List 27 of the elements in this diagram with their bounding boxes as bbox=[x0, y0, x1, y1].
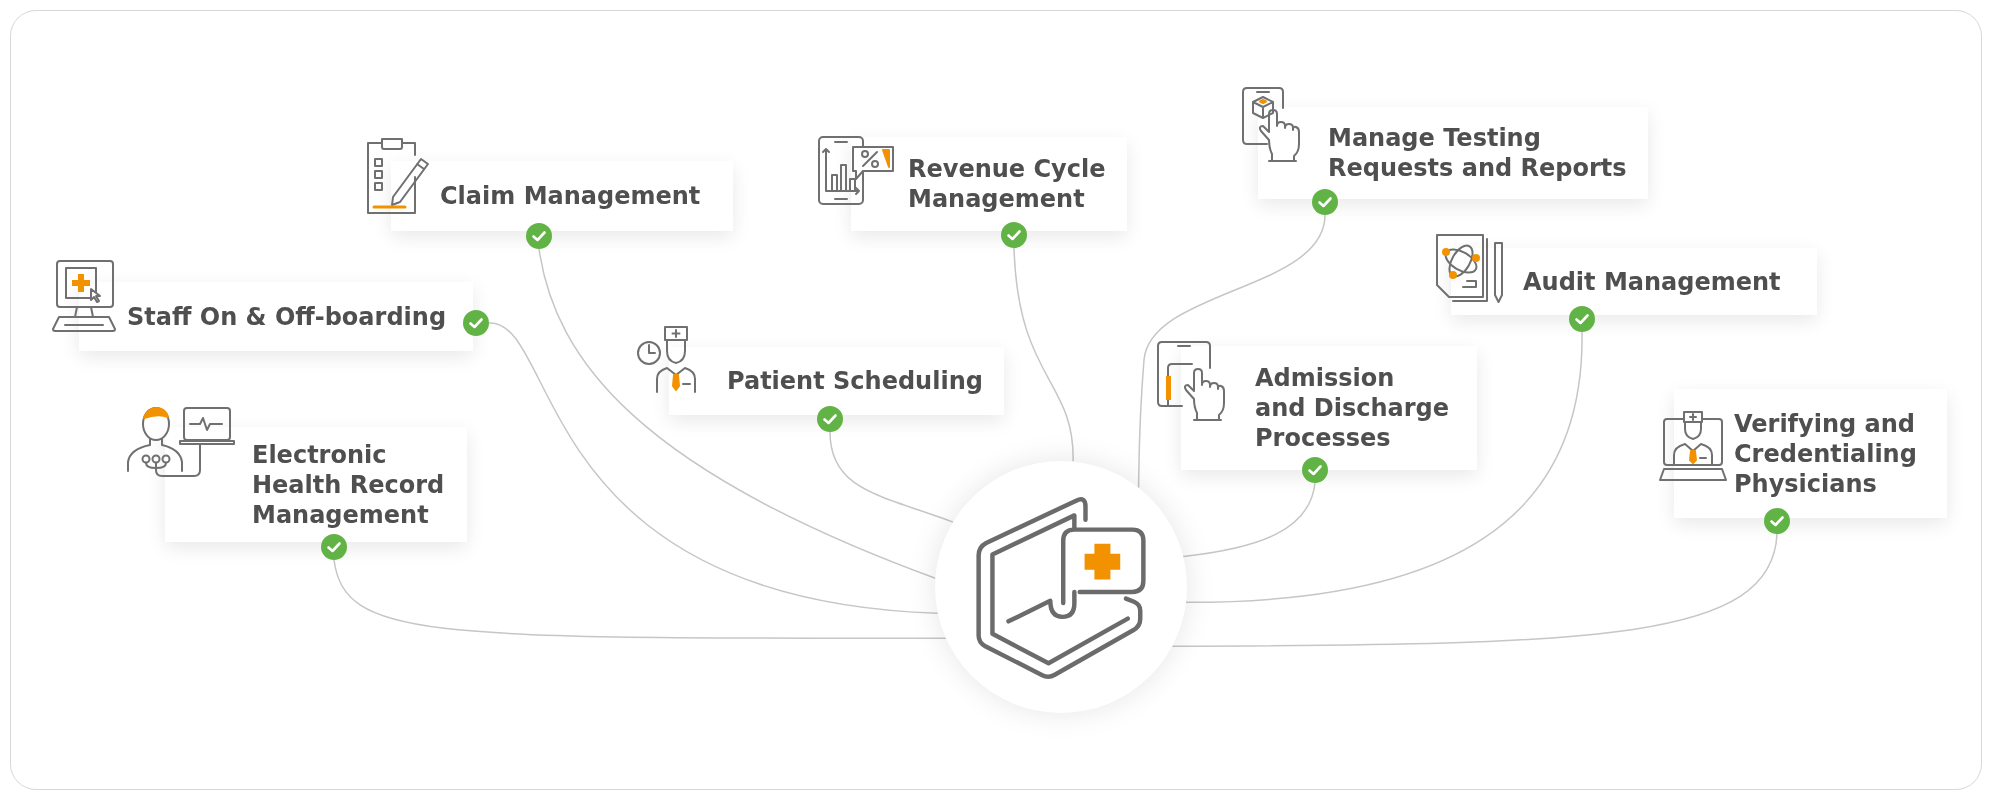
service-card bbox=[1674, 389, 1947, 518]
service-card bbox=[391, 161, 733, 231]
service-card bbox=[1451, 248, 1817, 315]
service-title: Revenue Cycle Management bbox=[908, 154, 1107, 214]
service-title: Staff On & Off-boarding bbox=[127, 301, 448, 332]
connector-line bbox=[1171, 533, 1778, 647]
connector-line bbox=[1137, 214, 1326, 489]
connector-line bbox=[1182, 482, 1316, 558]
service-card bbox=[851, 137, 1127, 231]
service-title: Electronic Health Record Management bbox=[252, 439, 446, 530]
service-title: Patient Scheduling bbox=[727, 366, 984, 396]
connector-line bbox=[1185, 331, 1583, 604]
connector-line bbox=[538, 248, 937, 579]
connector-line bbox=[333, 559, 947, 639]
service-title: Manage Testing Requests and Reports bbox=[1328, 123, 1628, 183]
service-title: Admission and Discharge Processes bbox=[1255, 363, 1451, 453]
service-title: Audit Management bbox=[1523, 266, 1782, 297]
service-card bbox=[1258, 107, 1648, 199]
connector-line bbox=[488, 322, 939, 614]
service-card bbox=[79, 282, 473, 351]
service-card bbox=[1181, 346, 1477, 470]
service-title: Verifying and Credentialing Physicians bbox=[1734, 408, 1918, 499]
service-card bbox=[165, 427, 467, 542]
connector-line bbox=[1013, 247, 1074, 463]
connector-line bbox=[829, 431, 954, 523]
service-card bbox=[669, 347, 1004, 415]
service-title: Claim Management bbox=[440, 181, 702, 211]
